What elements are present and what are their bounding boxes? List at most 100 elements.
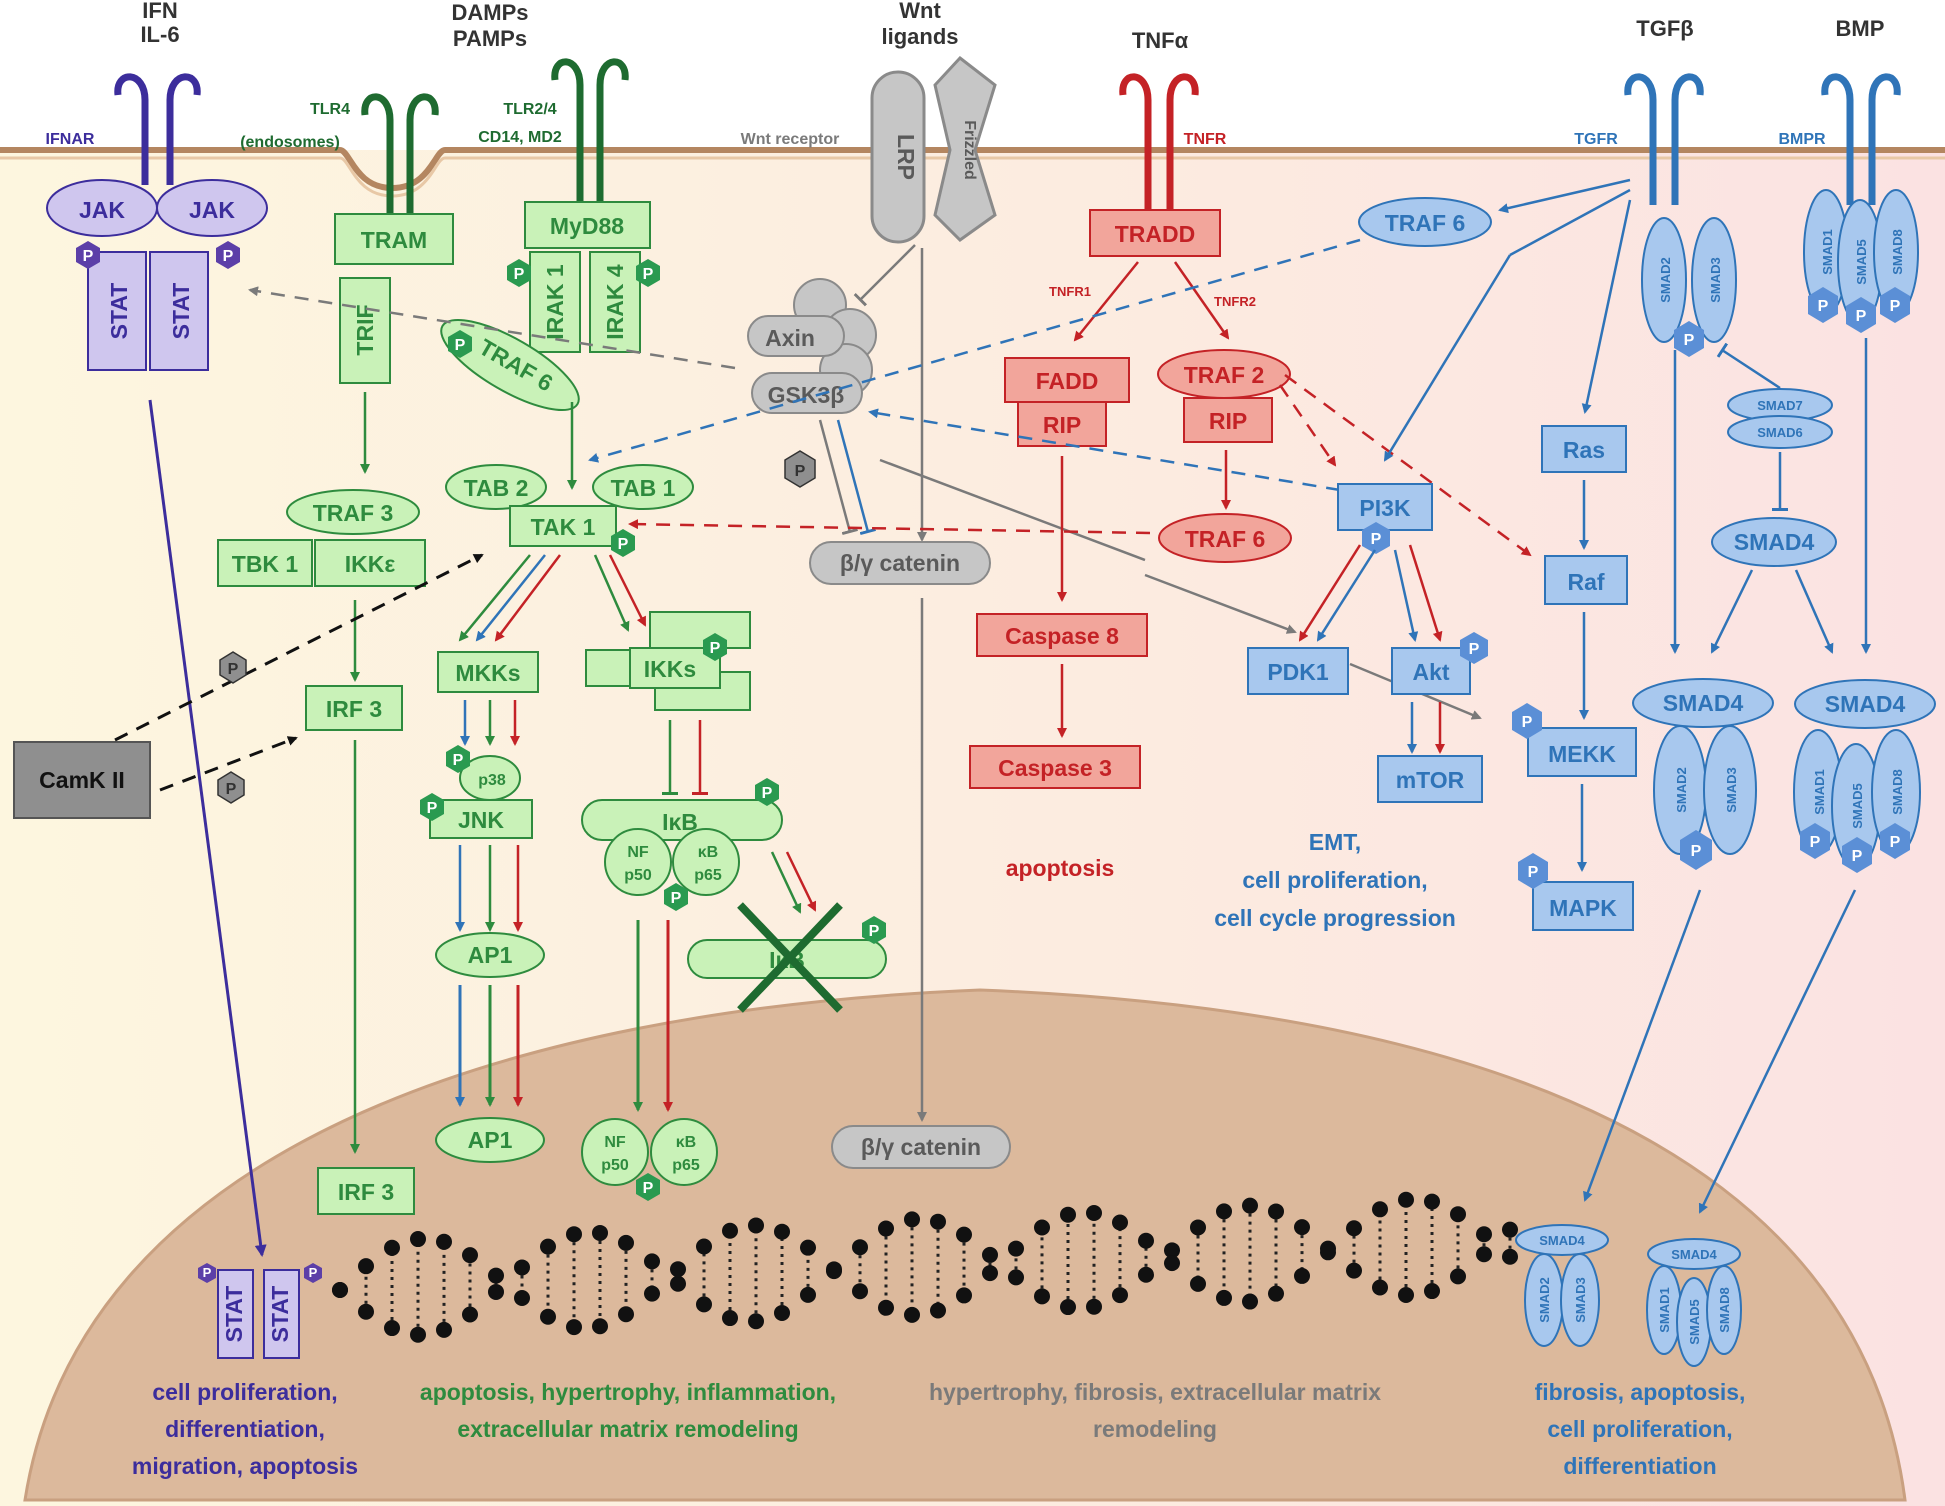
svg-text:P: P [228, 661, 239, 678]
jak-left: JAK [46, 179, 158, 237]
emt-outcome-line2: cell proliferation, [1242, 867, 1427, 893]
svg-text:p50: p50 [601, 1157, 629, 1174]
phospho-smad234-icon: P [1680, 830, 1712, 870]
phospho-jnk-icon: P [420, 793, 444, 821]
phospho-degraded-ikb-icon: P [862, 916, 886, 944]
svg-text:SMAD4: SMAD4 [1663, 690, 1744, 716]
tgfr-to-pi3k-arrow [1383, 254, 1512, 462]
ligand-bmp: BMP [1836, 16, 1885, 41]
svg-text:P: P [1371, 531, 1382, 548]
pi3k-akt-blue [1393, 549, 1419, 642]
dna-bead [1424, 1193, 1440, 1210]
dna-bead [1034, 1288, 1050, 1305]
dna-bead [852, 1239, 868, 1256]
dna-bead [878, 1220, 894, 1237]
svg-text:TAB 2: TAB 2 [464, 475, 529, 501]
tgfr-to-traf6-arrow [1498, 178, 1631, 214]
svg-text:remodeling: remodeling [1093, 1416, 1217, 1442]
dna-bead [462, 1306, 478, 1323]
phospho-nuclear-stat-right: P [304, 1263, 322, 1283]
bmpr-receptor [1821, 73, 1901, 205]
emt-outcome-line1: EMT, [1309, 829, 1361, 855]
phospho-green-group: P P P P P P P P P P P [420, 259, 886, 1201]
phospho-smad1584-c-icon: P [1880, 823, 1910, 859]
phospho-ikks-icon: P [703, 633, 727, 661]
dna-bead [618, 1306, 634, 1323]
phospho-camk-top-icon: P [219, 651, 247, 684]
lrp-label: LRP [893, 134, 919, 180]
svg-text:SMAD5: SMAD5 [1854, 239, 1869, 285]
nuclear-stat-right: STAT [263, 1269, 300, 1359]
phospho-nuclear-nfkb-icon: P [636, 1173, 660, 1201]
dna-bead [1216, 1289, 1232, 1306]
svg-text:P: P [618, 536, 629, 553]
ap1-node: AP1 [435, 932, 545, 978]
phospho-irak4-icon: P [636, 259, 660, 287]
svg-text:PI3K: PI3K [1359, 495, 1411, 521]
svg-text:fibrosis, apoptosis,: fibrosis, apoptosis, [1535, 1379, 1746, 1405]
dna-bead [800, 1239, 816, 1256]
dna-bead [696, 1296, 712, 1313]
ikb-node: IκB [581, 799, 783, 841]
stat-to-nucleus-arrow [148, 399, 267, 1257]
phospho-smad1584-b-icon: P [1842, 837, 1872, 873]
emt-outcome-line3: cell cycle progression [1214, 905, 1456, 931]
svg-text:TBK 1: TBK 1 [232, 551, 299, 577]
ifnar-label: IFNAR [46, 131, 95, 148]
tradd-to-fadd-arrow [1073, 261, 1139, 342]
svg-text:extracellular matrix remodelin: extracellular matrix remodeling [457, 1416, 798, 1442]
dna-bead [878, 1299, 894, 1316]
svg-text:SMAD1: SMAD1 [1812, 769, 1827, 815]
phospho-smad5-icon: P [1846, 297, 1876, 333]
dna-bead [982, 1246, 998, 1263]
pi3k-pdk1-blue [1316, 549, 1377, 642]
svg-text:SMAD3: SMAD3 [1573, 1277, 1588, 1323]
svg-text:SMAD4: SMAD4 [1539, 1233, 1585, 1248]
svg-text:P: P [203, 1265, 212, 1280]
svg-text:RIP: RIP [1043, 412, 1081, 438]
svg-text:IRAK 1: IRAK 1 [542, 264, 568, 340]
svg-text:SMAD4: SMAD4 [1825, 691, 1906, 717]
ligand-tgfb: TGFβ [1636, 16, 1693, 41]
dna-bead [852, 1283, 868, 1300]
svg-text:P: P [795, 463, 806, 480]
pi3k-to-gsk-blue-dashed [868, 408, 1341, 492]
tradd-node: TRADD [1089, 209, 1221, 257]
gsk-to-stat-dashed [248, 286, 736, 370]
dna-bead [904, 1211, 920, 1228]
dna-bead [488, 1267, 504, 1284]
svg-text:P: P [643, 266, 654, 283]
nuclear-catenin-node: β/γ catenin [831, 1125, 1011, 1169]
dna-bead [1164, 1255, 1180, 1272]
frizzled-label: Frizzled [961, 120, 978, 180]
svg-text:TAB 1: TAB 1 [611, 475, 676, 501]
dna-bead [1294, 1219, 1310, 1236]
trif-node: TRIF [339, 277, 391, 384]
svg-text:AP1: AP1 [468, 1127, 513, 1153]
svg-text:IRF 3: IRF 3 [338, 1179, 394, 1205]
ikb-degrade-green [770, 851, 802, 914]
tak1-ikks-green-arrow [593, 554, 630, 632]
tbk1-node: TBK 1 [217, 539, 313, 587]
dna-bead [1346, 1262, 1362, 1279]
dna-bead [436, 1233, 452, 1250]
tnfr-receptor [1119, 73, 1199, 210]
dna-bead [436, 1321, 452, 1338]
gsk-to-pdk1-gray [879, 458, 1146, 562]
dna-bead [1450, 1206, 1466, 1223]
dna-bead [384, 1239, 400, 1256]
tnfr-label: TNFR [1184, 131, 1227, 148]
svg-text:SMAD8: SMAD8 [1890, 769, 1905, 815]
caspase8-node: Caspase 8 [976, 613, 1148, 657]
dna-bead [1424, 1283, 1440, 1300]
svg-text:cell proliferation,: cell proliferation, [1547, 1416, 1732, 1442]
phospho-akt-icon: P [1460, 632, 1488, 664]
phospho-smad1-icon: P [1808, 287, 1838, 323]
svg-text:p50: p50 [624, 867, 652, 884]
camk2-node: CamK II [13, 741, 151, 819]
dna-bead [592, 1318, 608, 1335]
tnfr2-label: TNFR2 [1214, 294, 1256, 309]
svg-text:SMAD2: SMAD2 [1658, 257, 1673, 303]
smad-outcome: fibrosis, apoptosis, cell proliferation,… [1535, 1379, 1746, 1479]
tab2-node: TAB 2 [445, 464, 547, 510]
